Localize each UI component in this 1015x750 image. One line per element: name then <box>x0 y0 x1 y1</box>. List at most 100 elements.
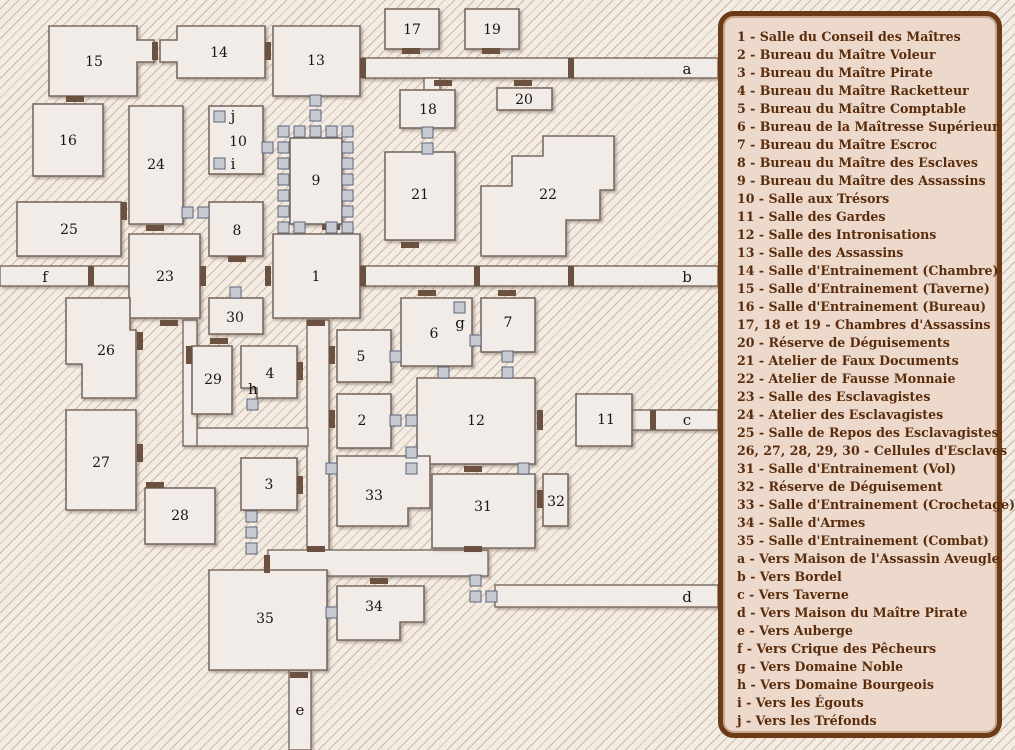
legend-entry: 24 - Atelier des Esclavagistes <box>737 407 944 422</box>
label-room-14: 14 <box>210 45 228 61</box>
label-room-1: 1 <box>312 269 321 285</box>
legend-entry: h - Vers Domaine Bourgeois <box>737 677 934 692</box>
legend-entry: c - Vers Taverne <box>737 587 849 602</box>
legend-entry: 5 - Bureau du Maître Comptable <box>737 101 967 116</box>
corridor-west <box>189 427 309 447</box>
corridor-lower <box>267 549 489 577</box>
corridor-central <box>306 319 330 551</box>
room-5 <box>336 329 392 383</box>
room-16 <box>32 103 104 177</box>
room-34 <box>336 585 425 641</box>
room-1 <box>272 233 361 319</box>
room-2 <box>336 393 392 449</box>
label-exit-d: d <box>682 588 692 606</box>
room-23 <box>128 233 201 319</box>
label-room-31: 31 <box>474 499 492 515</box>
corridor-f <box>0 265 131 287</box>
label-room-21: 21 <box>411 187 429 203</box>
room-31 <box>431 473 536 549</box>
label-room-24: 24 <box>147 157 165 173</box>
legend-entry: 22 - Atelier de Fausse Monnaie <box>737 371 956 386</box>
label-room-8: 8 <box>233 223 242 239</box>
legend-list: 1 - Salle du Conseil des Maîtres 2 - Bur… <box>737 28 1015 730</box>
room-labels: 1 2 3 4 5 6 7 8 9 10 11 12 13 14 15 16 1… <box>59 22 615 627</box>
secret-passages <box>181 94 530 619</box>
room-7 <box>480 297 536 353</box>
label-room-27: 27 <box>92 455 110 471</box>
label-exit-e: e <box>296 701 305 719</box>
label-room-13: 13 <box>307 53 325 69</box>
exit-labels: a b c d e f g h i j <box>42 60 692 719</box>
legend-entry: 9 - Bureau du Maître des Assassins <box>737 173 986 188</box>
label-room-11: 11 <box>597 412 615 428</box>
legend-entry: 20 - Réserve de Déguisements <box>737 335 950 350</box>
legend-entry: 6 - Bureau de la Maîtresse Supérieur <box>737 119 999 134</box>
map-legend: 1 - Salle du Conseil des Maîtres 2 - Bur… <box>718 11 1015 738</box>
legend-entry: 13 - Salle des Assassins <box>737 245 904 260</box>
legend-entry: 31 - Salle d'Entrainement (Vol) <box>737 461 957 476</box>
legend-entry: a - Vers Maison de l'Assassin Aveugle <box>737 551 1000 566</box>
label-room-5: 5 <box>357 349 366 365</box>
label-room-3: 3 <box>265 477 274 493</box>
label-exit-j: j <box>229 107 236 125</box>
label-room-16: 16 <box>59 133 77 149</box>
label-exit-i: i <box>231 155 236 173</box>
label-room-2: 2 <box>358 413 367 429</box>
room-11 <box>575 393 633 447</box>
label-room-22: 22 <box>539 187 557 203</box>
legend-entry: 35 - Salle d'Entrainement (Combat) <box>737 533 989 548</box>
legend-entry: 25 - Salle de Repos des Esclavagistes <box>737 425 999 440</box>
legend-entry: 8 - Bureau du Maître des Esclaves <box>737 155 979 170</box>
legend-entry: 17, 18 et 19 - Chambres d'Assassins <box>737 317 991 332</box>
label-room-32: 32 <box>547 494 565 510</box>
label-room-29: 29 <box>204 372 222 388</box>
legend-entry: 32 - Réserve de Déguisement <box>737 479 943 494</box>
label-room-7: 7 <box>504 315 513 331</box>
label-exit-h: h <box>248 380 258 398</box>
legend-entry: 11 - Salle des Gardes <box>737 209 886 224</box>
label-exit-g: g <box>455 314 465 332</box>
label-room-18: 18 <box>419 102 437 118</box>
label-room-17: 17 <box>403 22 421 38</box>
legend-entry: 26, 27, 28, 29, 30 - Cellules d'Esclaves <box>737 443 1008 458</box>
legend-entry: 23 - Salle des Esclavagistes <box>737 389 931 404</box>
room-4 <box>240 345 298 399</box>
label-room-4: 4 <box>266 366 275 382</box>
rooms <box>16 8 633 671</box>
label-room-9: 9 <box>312 173 321 189</box>
label-room-33: 33 <box>365 488 383 504</box>
doors <box>66 42 656 678</box>
label-room-15: 15 <box>85 54 103 70</box>
room-30 <box>208 297 264 335</box>
label-room-35: 35 <box>256 611 274 627</box>
room-12 <box>416 377 536 465</box>
room-8 <box>208 201 264 257</box>
legend-entry: 34 - Salle d'Armes <box>737 515 866 530</box>
label-room-34: 34 <box>365 599 383 615</box>
room-22 <box>480 135 615 257</box>
label-room-28: 28 <box>171 508 189 524</box>
legend-entry: 2 - Bureau du Maître Voleur <box>737 47 936 62</box>
room-24 <box>128 105 184 225</box>
legend-entry: g - Vers Domaine Noble <box>737 659 904 674</box>
legend-entry: 33 - Salle d'Entrainement (Crochetage) <box>737 497 1015 512</box>
legend-entry: 3 - Bureau du Maître Pirate <box>737 65 933 80</box>
corridor-c <box>631 409 718 431</box>
label-room-12: 12 <box>467 413 485 429</box>
dungeon-map: 1 2 3 4 5 6 7 8 9 10 11 12 13 14 15 16 1… <box>0 8 718 750</box>
room-19 <box>464 8 520 50</box>
room-18 <box>399 89 456 129</box>
label-room-19: 19 <box>483 22 501 38</box>
legend-entry: 12 - Salle des Intronisations <box>737 227 937 242</box>
legend-entry: 7 - Bureau du Maître Escroc <box>737 137 938 152</box>
legend-entry: 21 - Atelier de Faux Documents <box>737 353 959 368</box>
label-exit-c: c <box>683 411 691 429</box>
legend-entry: i - Vers les Égouts <box>737 695 864 710</box>
legend-entry: 16 - Salle d'Entrainement (Bureau) <box>737 299 987 314</box>
legend-entry: 15 - Salle d'Entrainement (Taverne) <box>737 281 990 296</box>
label-room-23: 23 <box>156 269 174 285</box>
legend-entry: 1 - Salle du Conseil des Maîtres <box>737 29 961 44</box>
legend-entry: j - Vers les Tréfonds <box>737 713 877 728</box>
room-26 <box>65 297 137 399</box>
legend-entry: e - Vers Auberge <box>737 623 853 638</box>
